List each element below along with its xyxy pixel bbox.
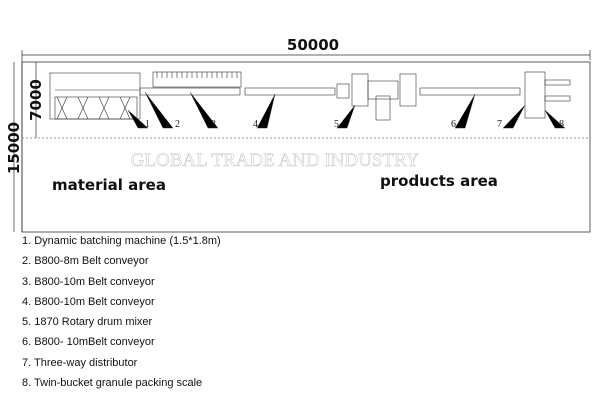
callout-4: 4 <box>253 119 258 130</box>
callout-8: 8 <box>559 119 564 130</box>
callout-numbers: 1 2 3 4 5 6 7 8 <box>145 119 564 130</box>
width-dimension: 50000 <box>287 36 339 54</box>
outer-height-dimension: 15000 <box>5 122 23 174</box>
callout-6: 6 <box>451 119 456 130</box>
legend-item: 7. Three-way distributor <box>22 356 138 369</box>
legend-item: 5. 1870 Rotary drum mixer <box>22 316 153 329</box>
inner-height-dimension: 7000 <box>27 79 45 121</box>
callout-7: 7 <box>497 119 502 130</box>
watermark: GLOBAL TRADE AND INDUSTRY <box>131 150 420 171</box>
callout-5: 5 <box>334 119 339 130</box>
dimension-lines <box>13 50 591 232</box>
legend-item: 6. B800- 10mBelt conveyor <box>22 336 155 349</box>
callout-2: 2 <box>175 119 180 130</box>
legend-item: 3. B800-10m Belt conveyor <box>22 275 155 288</box>
equipment-layout <box>49 71 571 121</box>
material-area-label: material area <box>52 176 166 194</box>
site-boundary <box>21 61 591 233</box>
legend-item: 4. B800-10m Belt conveyor <box>22 295 155 308</box>
legend-item: 8. Twin-bucket granule packing scale <box>22 377 203 390</box>
callout-leaders <box>127 91 565 129</box>
legend-item: 1. Dynamic batching machine (1.5*1.8m) <box>22 235 221 247</box>
callout-3: 3 <box>211 119 216 130</box>
equipment-legend: 1. Dynamic batching machine (1.5*1.8m) 2… <box>22 234 221 396</box>
products-area-label: products area <box>380 172 498 190</box>
callout-1: 1 <box>145 119 150 130</box>
legend-item: 2. B800-8m Belt conveyor <box>22 255 149 268</box>
